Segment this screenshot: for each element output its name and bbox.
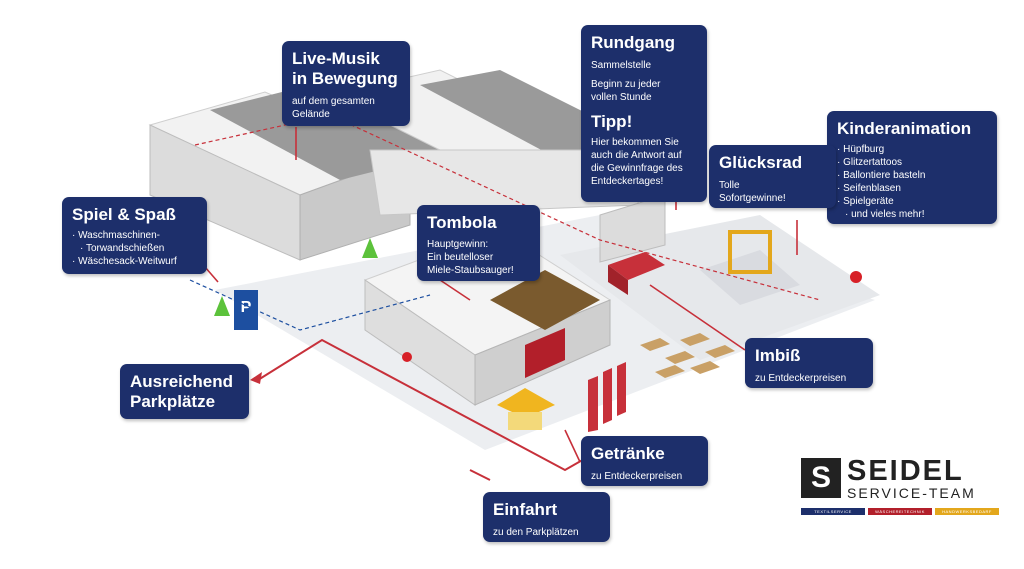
picnic-tables xyxy=(640,333,735,378)
einfahrt-sub: zu den Parkplätzen xyxy=(493,527,579,538)
spiel-spass-title: Spiel & Spaß xyxy=(72,205,176,224)
callout-einfahrt: Einfahrt zu den Parkplätzen xyxy=(483,492,610,542)
entrance-banner xyxy=(525,328,565,378)
imbiss-stand-front xyxy=(608,265,628,295)
tree-2 xyxy=(214,296,230,316)
tipp-line-4: Entdeckertages! xyxy=(591,176,664,187)
parkplaetze-title-2: Parkplätze xyxy=(130,392,216,411)
division-textilservice: TEXTILSERVICE xyxy=(801,508,865,515)
rundgang-beginn-2: vollen Stunde xyxy=(591,92,652,103)
callout-rundgang: Rundgang Sammelstelle Beginn zu jeder vo… xyxy=(581,25,707,202)
kinderanimation-item: und vieles mehr! xyxy=(837,208,987,221)
einfahrt-title: Einfahrt xyxy=(493,500,558,519)
tombola-sub-1: Hauptgewinn: xyxy=(427,239,489,250)
imbiss-sub: zu Entdeckerpreisen xyxy=(755,373,847,384)
flag-2 xyxy=(603,368,612,424)
imbiss-stand xyxy=(608,252,665,280)
tombola-sub-3: Miele-Staubsauger! xyxy=(427,265,514,276)
play-area xyxy=(700,250,800,305)
callout-arrows xyxy=(204,127,798,463)
kinderanimation-list: Hüpfburg Glitzertattoos Ballontiere bast… xyxy=(837,143,987,221)
live-musik-title-1: Live-Musik xyxy=(292,49,380,68)
kinderanimation-title: Kinderanimation xyxy=(837,119,972,138)
tipp-title: Tipp! xyxy=(591,112,633,131)
callout-gluecksrad: Glücksrad Tolle Sofortgewinne! xyxy=(709,145,836,208)
tipp-line-3: die Gewinnfrage des xyxy=(591,163,683,174)
live-musik-sub-2: Gelände xyxy=(292,109,330,120)
no-entry-sign-1 xyxy=(850,271,862,283)
seidel-logo-mark-letter: S xyxy=(810,461,831,494)
rundgang-title: Rundgang xyxy=(591,33,676,52)
tipp-line-2: auch die Antwort auf xyxy=(591,150,682,161)
callout-spiel-spass: Spiel & Spaß Waschmaschinen- Torwandschi… xyxy=(62,197,207,274)
route-einfahrt xyxy=(469,469,491,481)
arrow-parking xyxy=(250,372,262,384)
tipp-line-1: Hier bekommen Sie xyxy=(591,137,679,148)
route-dashed-2 xyxy=(189,279,431,331)
spiel-spass-list: Waschmaschinen- Torwandschießen Wäschesa… xyxy=(72,229,197,268)
rundgang-beginn-1: Beginn zu jeder xyxy=(591,79,661,90)
callout-kinderanimation: Kinderanimation Hüpfburg Glitzertattoos … xyxy=(827,111,997,224)
callout-parkplaetze: Ausreichend Parkplätze xyxy=(120,364,249,419)
spiel-spass-item: Waschmaschinen- xyxy=(72,229,197,242)
tree-1 xyxy=(362,238,378,258)
kinderanimation-item: Seifenblasen xyxy=(837,182,987,195)
parking-sign-letter: P xyxy=(241,299,252,316)
tombola-floor xyxy=(490,270,600,330)
gluecksrad-sub-1: Tolle xyxy=(719,180,740,191)
getraenke-sub: zu Entdeckerpreisen xyxy=(591,471,683,482)
gluecksrad-sub-2: Sofortgewinne! xyxy=(719,193,786,204)
kinderanimation-item: Glitzertattoos xyxy=(837,156,987,169)
spiel-spass-item: Torwandschießen xyxy=(72,242,197,255)
getraenke-title: Getränke xyxy=(591,444,665,463)
callout-getraenke: Getränke zu Entdeckerpreisen xyxy=(581,436,708,486)
kinderanimation-item: Hüpfburg xyxy=(837,143,987,156)
division-handwerksbedarf: HANDWERKSBEDARF xyxy=(935,508,999,515)
seidel-logo: S SEIDEL SERVICE-TEAM TEXTILSERVICE WÄSC… xyxy=(801,455,1001,528)
flag-3 xyxy=(617,362,626,416)
callout-live-musik: Live-Musik in Bewegung auf dem gesamten … xyxy=(282,41,410,126)
tombola-title: Tombola xyxy=(427,213,497,232)
flag-1 xyxy=(588,376,598,432)
seidel-logo-name: SEIDEL xyxy=(847,455,964,487)
spiel-spass-item: Wäschesack-Weitwurf xyxy=(72,255,197,268)
stage-frame xyxy=(728,230,772,274)
live-musik-title-2: in Bewegung xyxy=(292,69,398,88)
route-dashed xyxy=(194,114,821,301)
callout-imbiss: Imbiß zu Entdeckerpreisen xyxy=(745,338,873,388)
tombola-sub-2: Ein beutelloser xyxy=(427,252,494,263)
drinks-stand xyxy=(508,412,542,430)
imbiss-title: Imbiß xyxy=(755,346,801,365)
seidel-logo-subtitle: SERVICE-TEAM xyxy=(847,485,976,501)
drinks-umbrella xyxy=(497,388,555,418)
kinderanimation-item: Ballontiere basteln xyxy=(837,169,987,182)
division-waeschereitechnik: WÄSCHEREITECHNIK xyxy=(868,508,932,515)
no-entry-sign-2 xyxy=(402,352,412,362)
rundgang-sammelstelle: Sammelstelle xyxy=(591,60,652,71)
seidel-logo-mark xyxy=(801,458,841,498)
parking-sign xyxy=(234,290,258,330)
callout-tombola: Tombola Hauptgewinn: Ein beutelloser Mie… xyxy=(417,205,540,281)
gluecksrad-title: Glücksrad xyxy=(719,153,803,172)
parkplaetze-title-1: Ausreichend xyxy=(130,372,233,391)
live-musik-sub-1: auf dem gesamten xyxy=(292,96,375,107)
kinderanimation-item: Spielgeräte xyxy=(837,195,987,208)
seidel-logo-divisions: TEXTILSERVICE WÄSCHEREITECHNIK HANDWERKS… xyxy=(801,508,1001,518)
